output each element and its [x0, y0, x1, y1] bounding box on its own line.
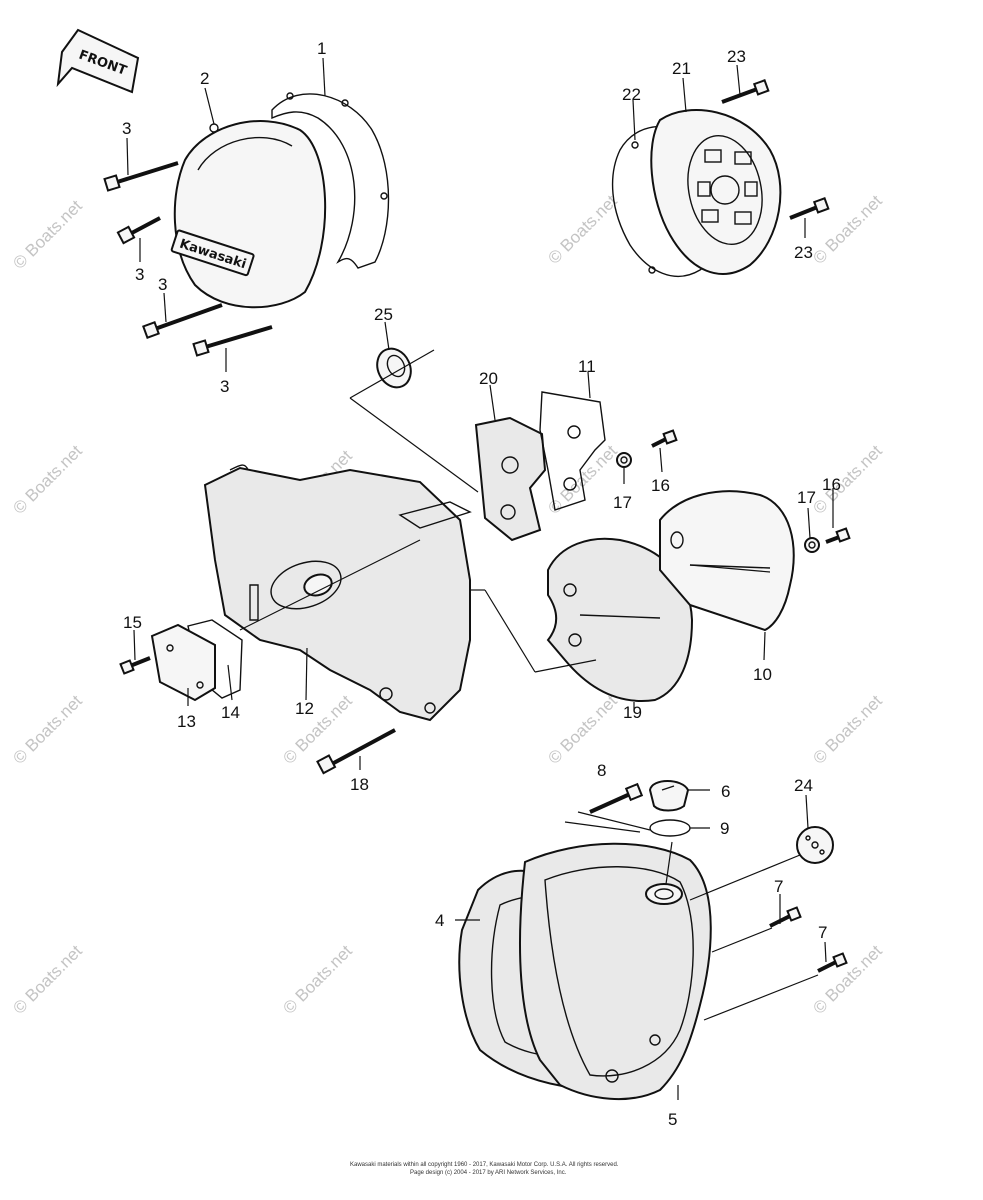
callout-9: 9 [720, 819, 729, 838]
callout-10: 10 [753, 665, 772, 684]
watermark: © Boats.net [544, 191, 621, 268]
callout-3: 3 [135, 265, 144, 284]
callout-16: 16 [651, 476, 670, 495]
callout-22: 22 [622, 85, 641, 104]
callout-23: 23 [727, 47, 746, 66]
watermark: © Boats.net [809, 691, 886, 768]
front-arrow-badge: FRONT [56, 28, 140, 94]
copyright-footer: Kawasaki materials within all copyright … [350, 1162, 619, 1176]
watermark: © Boats.net [809, 441, 886, 518]
watermark: © Boats.net [9, 196, 86, 273]
callout-7: 7 [818, 923, 827, 942]
cap-plate-13 [150, 623, 216, 702]
bolt-16-upper [651, 429, 678, 448]
generator-cover-2: Kawasaki [170, 120, 327, 309]
filler-cap-6 [648, 780, 690, 812]
callout-12: 12 [295, 699, 314, 718]
watermark: © Boats.net [544, 441, 621, 518]
callout-25: 25 [374, 305, 393, 324]
washer-17-upper [616, 452, 632, 468]
callout-23: 23 [794, 243, 813, 262]
bolt-8 [589, 782, 644, 814]
watermark: © Boats.net [279, 941, 356, 1018]
callout-14: 14 [221, 703, 240, 722]
watermark: © Boats.net [544, 691, 621, 768]
gasket-1 [271, 92, 390, 269]
bolt-3-upper [103, 161, 179, 192]
plug-24 [796, 826, 834, 864]
watermark: © Boats.net [9, 441, 86, 518]
engine-cover-12 [203, 464, 472, 722]
oil-seal-25 [376, 347, 412, 389]
watermark: © Boats.net [9, 691, 86, 768]
callout-18: 18 [350, 775, 369, 794]
callout-13: 13 [177, 712, 196, 731]
cover-10 [659, 490, 795, 632]
bolt-3-middle [116, 216, 161, 245]
callout-3: 3 [122, 119, 131, 138]
callout-20: 20 [479, 369, 498, 388]
crankcase-cover-5 [519, 842, 712, 1100]
cover-21 [650, 109, 782, 275]
callout-16: 16 [822, 475, 841, 494]
bracket-20 [474, 416, 547, 542]
o-ring-9 [649, 819, 691, 837]
callout-11: 11 [578, 357, 596, 376]
callout-6: 6 [721, 782, 730, 801]
callout-21: 21 [672, 59, 691, 78]
bolt-18 [316, 728, 396, 775]
bolt-3-lower-b [192, 325, 273, 357]
bolt-16-right [825, 527, 851, 544]
gasket-plate-11 [539, 391, 606, 511]
bolt-7-upper [769, 906, 802, 928]
leader-lines [126, 57, 834, 1100]
callout-2: 2 [200, 69, 209, 88]
washer-17-right [804, 537, 820, 553]
watermark: © Boats.net [9, 941, 86, 1018]
bolt-7-lower [817, 952, 848, 973]
callout-labels: 1 2 3 3 3 3 21 22 23 23 25 20 11 16 17 1… [122, 39, 841, 1129]
callout-15: 15 [123, 613, 142, 632]
bolt-3-lower-a [142, 303, 223, 339]
callout-4: 4 [435, 911, 444, 930]
bolt-23-lower [789, 197, 830, 220]
bolt-23-upper [721, 79, 770, 104]
screw-15 [119, 656, 151, 675]
callout-19: 19 [623, 703, 642, 722]
callout-8: 8 [597, 761, 606, 780]
callout-3: 3 [220, 377, 229, 396]
callout-17: 17 [613, 493, 632, 512]
kawasaki-logo-plate [170, 229, 255, 277]
watermark: © Boats.net [809, 941, 886, 1018]
cover-19 [546, 537, 694, 702]
copyright-line-1: Kawasaki materials within all copyright … [350, 1162, 619, 1168]
callout-17: 17 [797, 488, 816, 507]
callout-24: 24 [794, 776, 813, 795]
callout-3: 3 [158, 275, 167, 294]
copyright-line-2: Page design (c) 2004 - 2017 by ARI Netwo… [410, 1170, 567, 1176]
callout-7: 7 [774, 877, 783, 896]
callout-1: 1 [317, 39, 326, 58]
callout-5: 5 [668, 1110, 677, 1129]
